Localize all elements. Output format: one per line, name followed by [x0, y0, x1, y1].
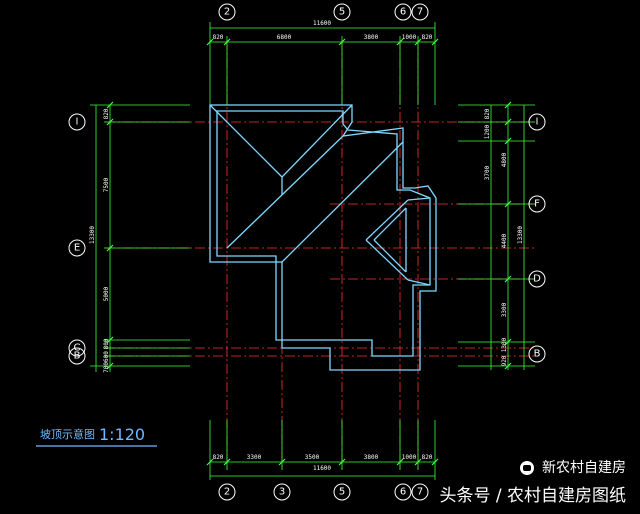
watermark: 新农村自建房 头条号 / 农村自建房图纸	[439, 457, 626, 506]
axis-label-right-B: B	[534, 349, 541, 360]
dim-bottom-seg: 820	[422, 454, 433, 461]
drawing-title: 坡顶示意图 1:120	[36, 425, 157, 447]
axis-label-bottom-2: 2	[224, 487, 230, 498]
dim-top-seg: 6800	[277, 34, 292, 41]
dim-bottom-seg: 3500	[305, 454, 320, 461]
dim-left-seg: 5000	[103, 286, 110, 301]
dim-left-total: 13300	[89, 226, 96, 244]
dim-right-seg: 820	[484, 108, 491, 119]
dim-bottom-seg: 1000	[402, 454, 417, 461]
axis-label-left-I: I	[76, 117, 79, 128]
dimension-ticks	[106, 38, 512, 466]
dim-bottom-seg: 820	[213, 454, 224, 461]
dim-bottom-seg: 3300	[247, 454, 262, 461]
watermark-line: 头条号 / 农村自建房图纸	[439, 486, 626, 506]
axis-label-bottom-3: 3	[279, 487, 285, 498]
dim-bottom-seg: 3800	[364, 454, 379, 461]
dim-right-seg: 920	[501, 355, 508, 366]
dim-right-seg: 4400	[501, 233, 508, 248]
axis-label-top-6: 6	[400, 7, 406, 18]
drawing-scale: 1:120	[99, 425, 145, 444]
dim-right-total: 4800	[501, 152, 508, 167]
dimension-lines	[90, 22, 535, 480]
dim-top-seg: 820	[213, 34, 224, 41]
dim-right-total: 13300	[517, 226, 524, 244]
wechat-icon	[519, 461, 534, 475]
axis-label-bottom-7: 7	[417, 487, 423, 498]
axis-label-right-F: F	[534, 199, 540, 210]
dim-right-seg: 1200	[484, 124, 491, 139]
dim-left-bottom: 700600	[103, 351, 110, 373]
dim-top-seg: 1000	[402, 34, 417, 41]
axis-label-top-5: 5	[339, 7, 345, 18]
watermark-brand: 新农村自建房	[542, 460, 626, 476]
dim-right-seg: 1300	[501, 337, 508, 352]
axis-label-bottom-6: 6	[400, 487, 406, 498]
dim-left-seg: 7500	[103, 177, 110, 192]
axis-label-left-E: E	[74, 243, 80, 254]
roof-outline	[209, 104, 437, 371]
axis-label-left-C: C	[74, 343, 81, 354]
axis-label-bottom-5: 5	[339, 487, 345, 498]
watermark-brand-row: 新农村自建房	[439, 457, 626, 477]
dim-right-seg: 3300	[501, 302, 508, 317]
dim-top-total: 11600	[313, 20, 331, 27]
dim-right-seg: 3700	[484, 165, 491, 180]
dim-left-seg: 820	[103, 108, 110, 119]
axis-label-top-7: 7	[417, 7, 423, 18]
axis-label-right-I: I	[536, 117, 539, 128]
dim-top-seg: 820	[422, 34, 433, 41]
dim-top-seg: 3800	[364, 34, 379, 41]
dim-left-seg: 800	[103, 338, 110, 349]
drawing-title-text: 坡顶示意图	[40, 427, 95, 441]
axis-bubbles	[68, 3, 546, 501]
axis-label-left-B: B	[74, 351, 81, 362]
dim-bottom-total: 11600	[313, 465, 331, 472]
axis-label-right-D: D	[533, 274, 541, 285]
axis-label-top-2: 2	[224, 7, 230, 18]
